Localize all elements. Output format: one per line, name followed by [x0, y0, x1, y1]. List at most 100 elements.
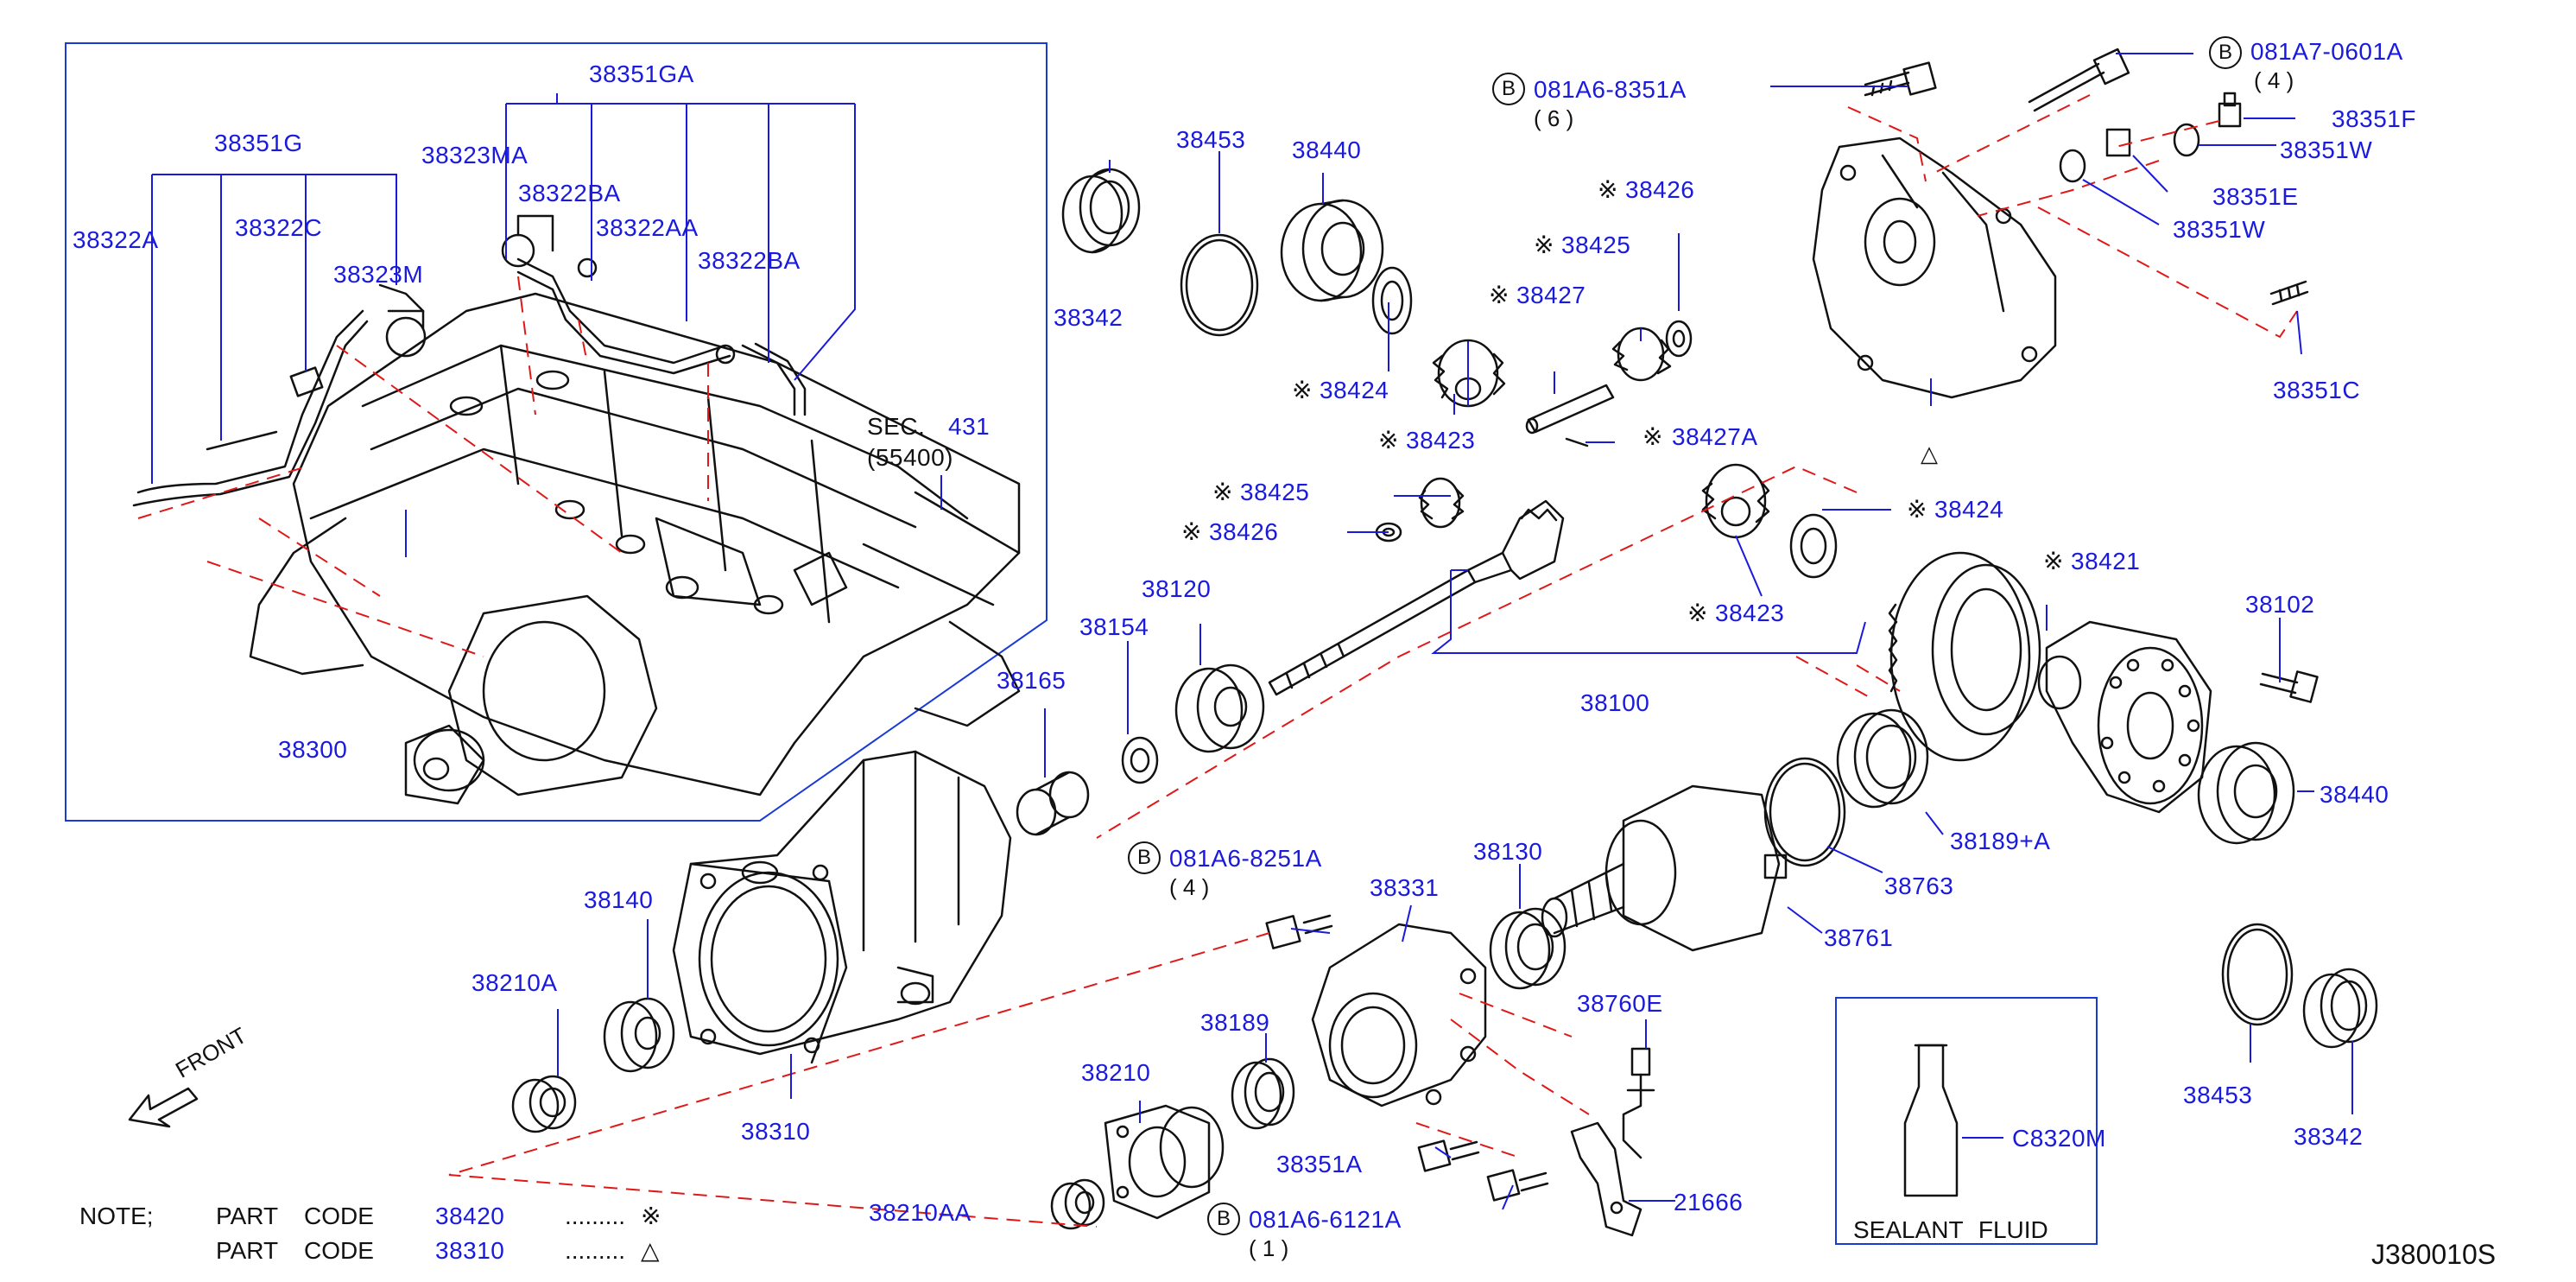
label-38210A: 38210A	[472, 969, 558, 996]
label-38351F: 38351F	[2332, 105, 2416, 132]
section-sub: (55400)	[867, 444, 954, 471]
bolt-code-081A7: 081A7-0601A	[2250, 38, 2403, 65]
label-38453-1: 38453	[1176, 126, 1246, 153]
label-38140: 38140	[584, 886, 654, 913]
label-38322BA-2: 38322BA	[698, 247, 801, 274]
sealant-bottle	[1903, 1044, 1959, 1197]
seal-38342-upper	[1061, 168, 1141, 254]
label-38425-1: 38425	[1561, 232, 1631, 258]
star-38423-1: ※	[1378, 427, 1399, 454]
star-38423-2: ※	[1687, 600, 1708, 626]
label-38760E: 38760E	[1577, 990, 1663, 1017]
label-38331: 38331	[1370, 874, 1440, 901]
suspension-member	[249, 292, 1021, 796]
seal-38189A	[1836, 708, 1929, 809]
label-38322AA: 38322AA	[596, 214, 699, 241]
extension-housing	[1812, 136, 2057, 399]
bolt-081A6-8351A	[1864, 61, 1937, 97]
plug-38351F	[2218, 92, 2242, 128]
bolt-circle-081A7: B	[2209, 36, 2242, 69]
bearing-38120	[1174, 663, 1265, 753]
label-38427A: 38427A	[1672, 423, 1758, 450]
label-38322BA-1: 38322BA	[518, 180, 621, 206]
bolt-081A7-0601A	[2028, 48, 2130, 112]
label-38154: 38154	[1079, 613, 1149, 640]
label-38323M: 38323M	[333, 261, 424, 288]
inset-differential	[404, 594, 658, 805]
flange-38210	[1104, 1104, 1225, 1220]
star-38425-2: ※	[1212, 479, 1233, 505]
note-symbol-2: △	[641, 1237, 660, 1264]
note-dots-1: .........	[565, 1203, 626, 1229]
assembly-dashes	[448, 94, 2298, 1228]
label-38351GA: 38351GA	[589, 60, 694, 87]
label-38100: 38100	[1580, 689, 1650, 716]
diff-case	[2037, 620, 2212, 814]
inset-leaders	[151, 93, 942, 557]
seal-38189	[1231, 1057, 1295, 1130]
label-38440-2: 38440	[2320, 781, 2389, 808]
actuator-38761	[1541, 784, 1788, 952]
bolt-circle-081A6-8351: B	[1492, 73, 1525, 105]
label-38351C: 38351C	[2273, 377, 2361, 403]
inset-dash	[137, 276, 709, 657]
nut-38210AA	[1050, 1178, 1105, 1230]
label-38351E: 38351E	[2212, 183, 2299, 210]
bolt-code-081A6-6121: 081A6-6121A	[1249, 1206, 1402, 1233]
sealant-label: SEALANT FLUID	[1853, 1216, 2048, 1243]
drive-pinion-38100	[1268, 499, 1565, 696]
sealant-part-number: C8320M	[2012, 1125, 2106, 1152]
bolt-38351A	[1417, 1139, 1480, 1172]
bolt-qty-081A6-6121: ( 1 )	[1249, 1235, 1289, 1261]
side-gear-38423-lower	[1701, 463, 1770, 539]
note-symbol-1: ※	[641, 1203, 661, 1229]
label-38342-2: 38342	[2294, 1123, 2364, 1150]
bearing-38140	[603, 997, 675, 1073]
label-38425-2: 38425	[1240, 479, 1310, 505]
oring-38453-upper	[1180, 233, 1259, 337]
label-38351A: 38351A	[1276, 1151, 1363, 1177]
bracket-21666	[1570, 1121, 1642, 1237]
star-38427: ※	[1489, 282, 1510, 308]
label-38426-2: 38426	[1209, 518, 1279, 545]
label-38351W-2: 38351W	[2173, 216, 2266, 243]
label-38351W-1: 38351W	[2280, 136, 2373, 163]
label-38322C: 38322C	[235, 214, 323, 241]
bearing-38440-upper	[1280, 199, 1384, 302]
label-38323MA: 38323MA	[421, 142, 528, 168]
label-38421: 38421	[2071, 548, 2141, 574]
star-38424-1: ※	[1292, 377, 1313, 403]
washer-38154	[1121, 736, 1159, 784]
sealant-frame	[1835, 997, 2098, 1245]
spacer-38165	[1016, 771, 1090, 836]
inset-frame	[65, 42, 1047, 822]
label-38189A: 38189+A	[1950, 828, 2051, 854]
sensor-38760E	[1622, 1047, 1655, 1159]
section-number: 431	[948, 413, 991, 440]
note-part-2: PART	[216, 1237, 279, 1264]
star-38421: ※	[2043, 548, 2064, 574]
label-38424-2: 38424	[1934, 496, 2004, 523]
label-38165: 38165	[997, 667, 1066, 694]
label-38322A: 38322A	[73, 226, 159, 253]
label-38423-1: 38423	[1406, 427, 1476, 454]
star-38426-2: ※	[1181, 518, 1202, 545]
label-38210AA: 38210AA	[869, 1199, 972, 1226]
stud-38351C	[2269, 280, 2309, 306]
label-38761: 38761	[1824, 924, 1894, 951]
label-38427: 38427	[1516, 282, 1586, 308]
label-38310: 38310	[741, 1118, 811, 1145]
star-38425-1: ※	[1534, 232, 1554, 258]
label-38351G: 38351G	[214, 130, 303, 156]
section-label: SEC.	[867, 413, 926, 440]
note-code-1: CODE	[304, 1203, 374, 1229]
label-38189: 38189	[1200, 1009, 1270, 1036]
bolt-qty-081A6-8351: ( 6 )	[1534, 105, 1574, 131]
main-leaders	[557, 53, 2353, 1210]
note-number-1: 38420	[435, 1203, 505, 1229]
retainer-38331	[1311, 923, 1487, 1107]
bolt-circle-081A6-6121: B	[1207, 1203, 1240, 1235]
bolt-081A6-6121A	[1486, 1169, 1549, 1202]
note-title: NOTE;	[79, 1203, 154, 1229]
washer-38351W-1	[2173, 123, 2200, 157]
